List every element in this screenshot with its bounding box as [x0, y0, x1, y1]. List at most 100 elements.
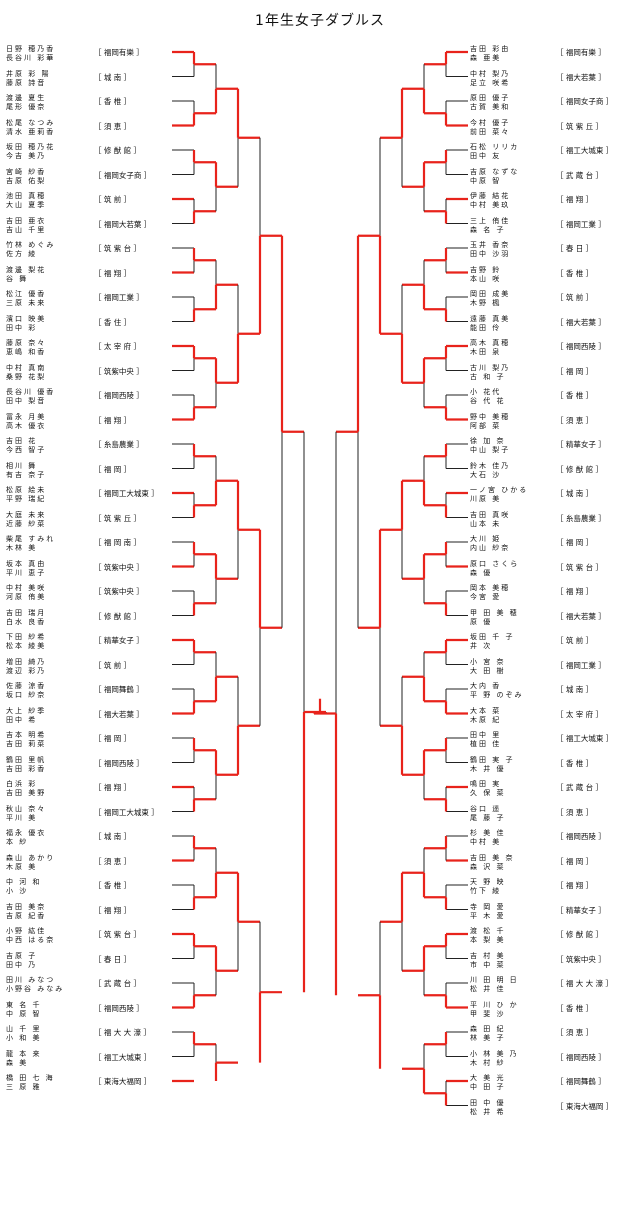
player-name: 渡 松 千 [470, 927, 506, 935]
school-name: ［ 精華女子 ］ [94, 636, 144, 645]
player-name: 田中 里 [470, 731, 502, 739]
player-name: 大上 紗季 [6, 706, 47, 715]
school-name: ［ 福岡西陵 ］ [94, 758, 144, 768]
player-name: 冨永 月美 [6, 412, 47, 421]
player-name: 岡田 成美 [470, 290, 511, 298]
school-name: ［ 東海大福岡 ］ [94, 1077, 152, 1086]
school-name: ［ 修 猷 館 ］ [556, 930, 604, 939]
player-name: 大山 夏季 [6, 201, 47, 209]
school-name: ［ 福岡西陵 ］ [556, 832, 606, 841]
school-name: ［ 武 蔵 台 ］ [556, 783, 604, 792]
school-name: ［ 須 恵 ］ [94, 856, 132, 866]
player-name: 中 田 子 [470, 1083, 506, 1091]
school-name: ［ 福工大城東 ］ [94, 1052, 152, 1062]
player-name: 吉山 千里 [6, 225, 47, 234]
player-name: 今村 優子 [470, 118, 511, 127]
school-name: ［ 須 恵 ］ [556, 807, 594, 817]
player-name: 松 井 希 [470, 1107, 506, 1116]
player-name: 平野 瑞紀 [6, 495, 47, 503]
school-name: ［ 福岡工業 ］ [556, 219, 606, 229]
player-name: 徐 加 奈 [470, 437, 506, 445]
player-name: 阿部 菜 [470, 421, 502, 430]
player-name: 吉田 美野 [6, 789, 47, 797]
player-name: 渡邊 夏生 [6, 94, 47, 102]
school-name: ［ 糸島農業 ］ [556, 513, 606, 523]
school-name: ［ 福 翔 ］ [94, 268, 132, 278]
player-name: 山本 未 [470, 519, 502, 528]
school-name: ［ 福岡西陵 ］ [556, 1052, 606, 1062]
school-name: ［ 太 宰 府 ］ [556, 709, 604, 719]
player-name: 中村 真南 [6, 363, 47, 372]
player-name: 岡本 美穂 [470, 584, 511, 592]
player-name: 坂口 紗奈 [6, 691, 47, 699]
player-name: 石松 リリカ [470, 143, 520, 151]
player-name: 玉井 香奈 [470, 241, 511, 249]
player-name: 吉田 瑞月 [6, 608, 47, 617]
player-name: 森 亜美 [470, 54, 502, 62]
player-name: 平川 美 [6, 813, 38, 822]
player-name: 日野 穂乃香 [6, 45, 56, 53]
player-name: 増田 綺乃 [6, 657, 47, 666]
school-name: ［ 筑 前 ］ [556, 636, 594, 645]
player-name: 吉野 鈴 [470, 265, 502, 274]
school-name: ［ 福 翔 ］ [556, 881, 594, 890]
school-name: ［ 香 椎 ］ [94, 97, 132, 106]
school-name: ［ 修 猷 館 ］ [556, 464, 604, 474]
player-name: 吉田 美奈 [6, 902, 47, 911]
school-name: ［ 香 住 ］ [94, 317, 132, 327]
player-name: 中村 美 [470, 838, 502, 846]
player-name: 吉田 莉菜 [6, 740, 47, 748]
school-name: ［ 福 翔 ］ [94, 783, 132, 792]
player-name: 清水 亜莉香 [6, 127, 56, 136]
player-name: 田中 梨音 [6, 397, 47, 405]
player-name: 木野 楓 [470, 299, 502, 307]
school-name: ［ 福 翔 ］ [94, 415, 132, 425]
player-name: 大本 菜 [470, 706, 502, 715]
player-name: 松本 綾美 [6, 642, 47, 650]
player-name: 甲 田 美 穂 [470, 608, 519, 617]
player-name: 濱口 映美 [6, 314, 47, 323]
school-name: ［ 福岡大若葉 ］ [94, 219, 152, 229]
player-name: 甲 斐 沙 [470, 1009, 506, 1018]
player-name: 白浜 彩 [6, 780, 38, 788]
player-name: 長谷川 彩華 [6, 54, 56, 62]
school-name: ［ 香 椎 ］ [556, 268, 594, 278]
player-name: 木原 紀 [470, 715, 502, 724]
player-name: 古 和 子 [470, 372, 506, 381]
player-name: 谷 舞 [6, 274, 29, 283]
school-name: ［ 太 宰 府 ］ [94, 342, 142, 351]
player-name: 古川 梨乃 [470, 363, 511, 372]
player-name: 松原 絵未 [6, 486, 47, 494]
school-name: ［ 福岡西陵 ］ [556, 342, 606, 351]
player-name: 橋 田 七 海 [6, 1074, 55, 1082]
player-name: 森 美 [6, 1058, 29, 1067]
school-name: ［ 福岡工大城東 ］ [94, 807, 159, 817]
player-name: 森 優 [470, 568, 493, 577]
player-name: 坂田 穂乃花 [6, 143, 56, 151]
player-name: 大石 沙 [470, 470, 502, 479]
school-name: ［ 城 南 ］ [94, 72, 132, 82]
player-name: 杉 美 佳 [470, 829, 506, 837]
player-name: 坂田 千 子 [470, 633, 515, 641]
player-name: 三原 未来 [6, 299, 47, 307]
player-name: 三 原 雅 [6, 1083, 42, 1091]
school-name: ［ 福 岡 南 ］ [94, 538, 142, 547]
player-name: 山 千 里 [6, 1025, 42, 1033]
player-name: 吉田 真咲 [470, 510, 511, 519]
player-name: 谷 代 花 [470, 397, 506, 405]
school-name: ［ 福大若葉 ］ [94, 709, 144, 719]
school-name: ［ 福岡有樂 ］ [556, 48, 606, 57]
school-name: ［ 香 椎 ］ [556, 391, 594, 400]
school-name: ［ 福岡女子商 ］ [94, 170, 152, 180]
player-name: 森 田 紀 [470, 1025, 506, 1033]
player-name: 原田 優子 [470, 94, 511, 102]
player-name: 坂本 真由 [6, 559, 47, 568]
school-name: ［ 福岡工業 ］ [556, 660, 606, 670]
player-name: 大 田 樹 [470, 666, 506, 675]
player-name: 木 井 優 [470, 764, 506, 773]
player-name: 大内 香 [470, 682, 502, 690]
player-name: 中山 梨子 [470, 446, 511, 454]
player-name: 伊藤 結花 [470, 192, 511, 200]
player-name: 松江 優香 [6, 290, 47, 298]
player-name: 大 美 光 [470, 1074, 506, 1082]
